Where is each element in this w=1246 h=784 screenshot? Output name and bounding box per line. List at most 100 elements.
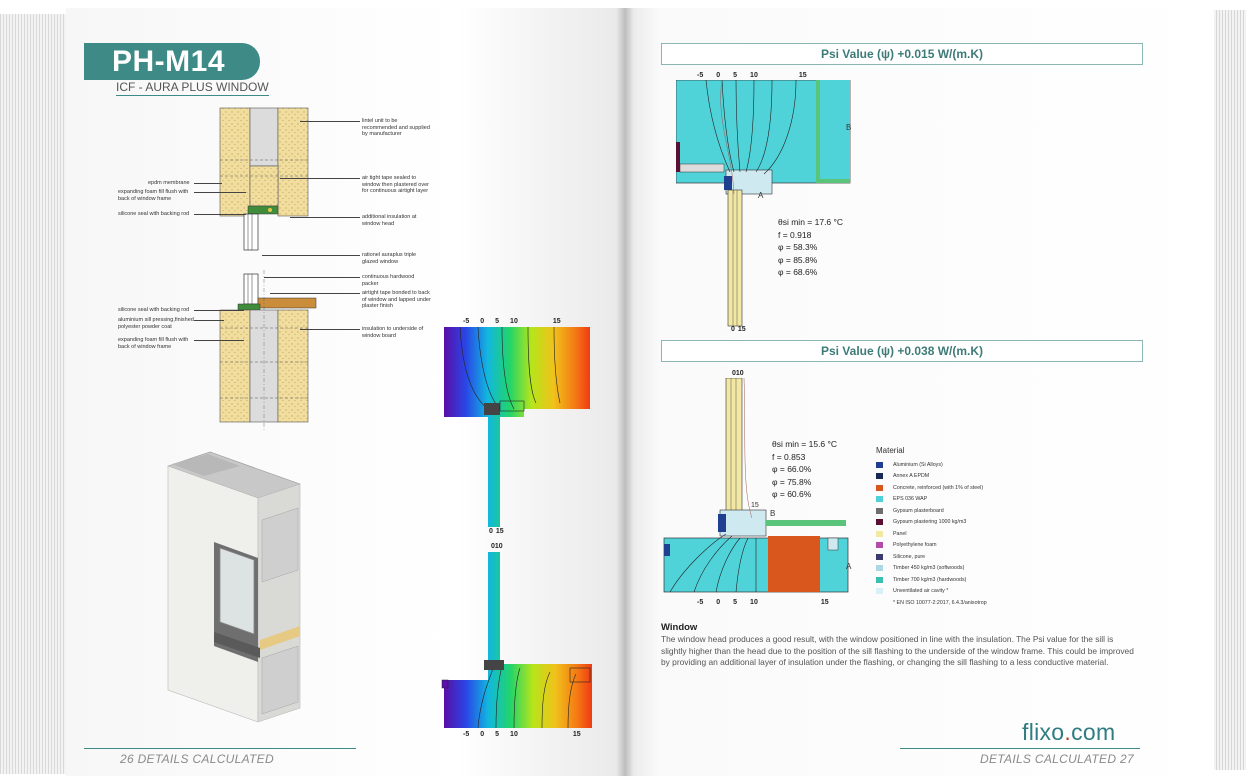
right-footer: DETAILS CALCULATED 27 — [980, 752, 1134, 766]
legend-label: Concrete, reinforced (with 1% of steel) — [893, 484, 984, 491]
book-spine — [616, 8, 634, 776]
detail-code-tab: PH-M14 — [84, 43, 260, 80]
tick-label: -5 — [463, 731, 470, 738]
legend-label: Timber 700 kg/m3 (hardwoods) — [893, 576, 967, 583]
head-phi-1: φ = 58.3% — [778, 242, 818, 252]
head-point-a: A — [758, 191, 764, 200]
tick-label: 0 — [480, 318, 485, 325]
tick-label: -5 — [697, 72, 704, 79]
head-surface-results: θsi min = 17.6 °C f = 0.918 φ = 58.3% φ … — [778, 216, 843, 279]
legend-item: Annex A EPDM — [876, 471, 987, 483]
callout-glazing: rationel auraplus triple glazed window — [362, 252, 417, 265]
footer-label: DETAILS CALCULATED — [137, 752, 274, 766]
tick-label: 5 — [733, 72, 738, 79]
sill-label-15: 15 — [751, 502, 759, 509]
brand-dot: . — [1064, 719, 1072, 745]
leader-line — [194, 183, 222, 184]
head-heat-flux-plot — [676, 80, 851, 327]
head-flux-glass-ticks: 0 15 — [731, 326, 746, 333]
leader-line — [300, 329, 360, 330]
legend-label: Gypsum plasterboard — [893, 507, 944, 514]
tick-label: 5 — [733, 599, 738, 606]
legend-label: Gypsum plastering 1000 kg/m3 — [893, 519, 967, 526]
head-point-b: B — [846, 123, 852, 132]
legend-item: Silicone, pure — [876, 551, 987, 563]
callout-aluminium-sill: aluminium sill pressing,finished polyest… — [118, 317, 194, 330]
tick-label: 10 — [494, 543, 503, 550]
leader-line — [194, 320, 224, 321]
legend-title: Material — [876, 446, 905, 455]
flixo-logo: flixo.com — [1022, 719, 1115, 746]
leader-line — [194, 310, 244, 311]
tick-label: 15 — [552, 318, 561, 325]
legend-label: EPS 036 WAP — [893, 496, 928, 503]
legend-swatch — [876, 519, 883, 526]
callout-lintel: lintel unit to be recommended and suppli… — [362, 118, 430, 137]
tick-label: 5 — [495, 318, 500, 325]
tick-label: 10 — [735, 370, 744, 377]
legend-swatch — [876, 484, 883, 491]
sill-phi-2: φ = 75.8% — [772, 476, 812, 487]
legend-swatch — [876, 473, 883, 480]
callout-additional-insulation: additional insulation at window head — [362, 214, 417, 227]
head-plot-glass-ticks: 0 15 — [489, 528, 504, 535]
leader-line — [194, 340, 244, 341]
sill-flux-bottom-ticks: -5 0 5 10 15 — [697, 599, 829, 606]
callout-insulation-board: insulation to underside of window board — [362, 326, 424, 339]
tick-label: 15 — [737, 326, 746, 333]
head-plot-top-ticks: -5 0 5 10 15 — [463, 318, 561, 325]
sill-flux-glass-ticks: 0 10 — [732, 370, 744, 377]
legend-item: Unventilated air cavity * — [876, 586, 987, 598]
sill-thermal-plot — [441, 552, 592, 729]
legend-item: Gypsum plastering 1000 kg/m3 — [876, 517, 987, 529]
leader-line — [264, 277, 360, 278]
leader-line — [300, 121, 360, 122]
legend-label: Aluminium (Si Alloys) — [893, 461, 943, 468]
legend-swatch — [876, 542, 883, 549]
tick-label: 15 — [820, 599, 829, 606]
legend-item: Concrete, reinforced (with 1% of steel) — [876, 482, 987, 494]
callout-silicone-head: silicone seal with backing rod — [118, 211, 190, 217]
tick-label: 10 — [750, 72, 758, 79]
leader-line — [270, 293, 360, 294]
head-flux-top-ticks: -5 0 5 10 15 — [697, 72, 807, 79]
legend-swatch — [876, 507, 883, 514]
callout-epdm: epdm membrane — [148, 180, 190, 186]
legend-swatch — [876, 553, 883, 560]
legend-label: Panel — [893, 530, 907, 537]
tick-label: 15 — [798, 72, 807, 79]
leader-line — [194, 214, 246, 215]
legend-swatch — [876, 565, 883, 572]
callout-airtight-head: air tight tape sealed to window then pla… — [362, 175, 429, 194]
tick-label: 10 — [510, 318, 518, 325]
tick-label: 15 — [495, 528, 504, 535]
legend-swatch — [876, 530, 883, 537]
head-phi-2: φ = 85.8% — [778, 254, 818, 265]
sill-section-drawing — [219, 270, 317, 430]
window-section-title: Window — [661, 622, 698, 633]
legend-label: Timber 450 kg/m3 (softwoods) — [893, 565, 965, 572]
tick-label: 0 — [716, 72, 721, 79]
tick-label: 0 — [489, 528, 493, 535]
page-number: 27 — [1119, 752, 1134, 766]
tick-label: 0 — [491, 543, 495, 550]
tick-label: 15 — [572, 731, 581, 738]
callout-expanding-foam-sill: expanding foam fill flush with back of w… — [118, 337, 189, 350]
sill-heat-flux-plot — [663, 378, 849, 593]
callout-airtight-sill: airtight tape bonded to back of window a… — [362, 290, 431, 309]
legend-label: Polyethylene foam — [893, 542, 937, 549]
sill-point-a: A — [846, 562, 852, 571]
tick-label: 0 — [731, 326, 735, 333]
isometric-wall-model — [167, 451, 301, 723]
brand-domain: com — [1071, 719, 1116, 745]
footer-label: DETAILS CALCULATED — [980, 752, 1117, 766]
leader-line — [194, 192, 246, 193]
sill-phi-1: φ = 66.0% — [772, 464, 812, 474]
head-frsi: f = 0.918 — [778, 229, 812, 240]
legend-item: EPS 036 WAP — [876, 494, 987, 506]
tick-label: 0 — [480, 731, 485, 738]
material-legend: Material Aluminium (Si Alloys) Annex A E… — [876, 446, 987, 609]
legend-label: Annex A EPDM — [893, 473, 930, 480]
legend-item: Aluminium (Si Alloys) — [876, 459, 987, 471]
leader-line — [262, 255, 360, 256]
